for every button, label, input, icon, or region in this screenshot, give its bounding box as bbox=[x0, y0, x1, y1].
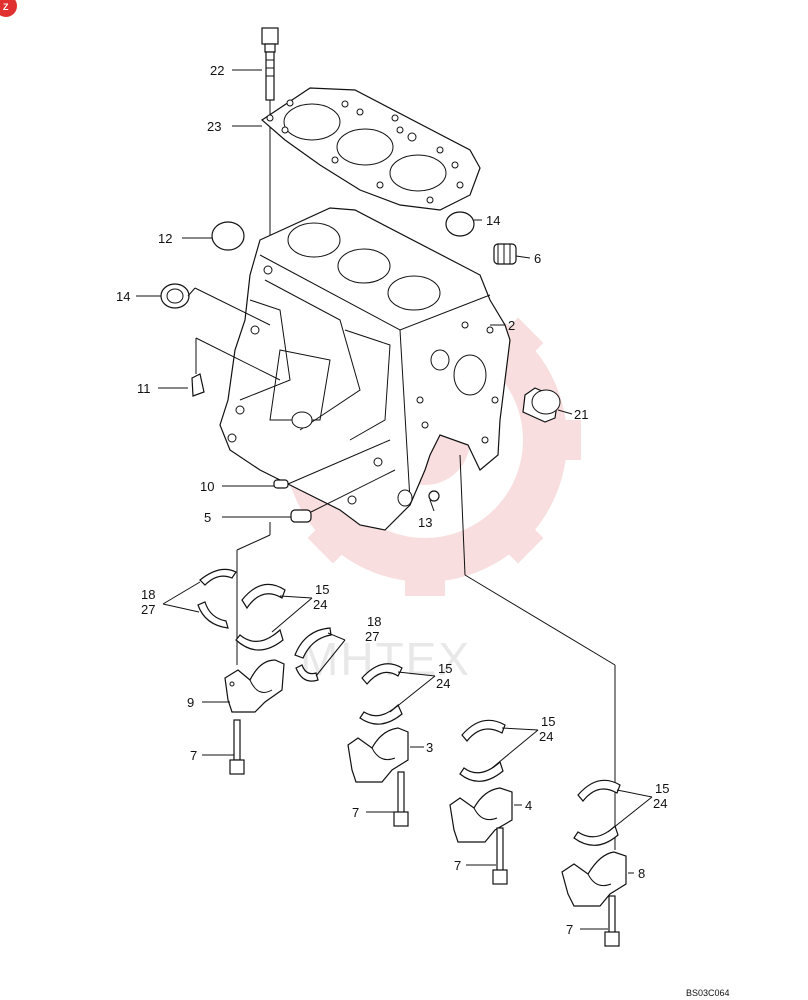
callout-7-b: 7 bbox=[352, 805, 359, 820]
callout-24-c: 24 bbox=[539, 729, 553, 744]
callout-4: 4 bbox=[525, 798, 532, 813]
main-bearing-3 bbox=[459, 719, 506, 782]
callout-labels: 22 23 14 12 14 6 2 11 21 10 5 13 18 27 1… bbox=[116, 63, 669, 937]
bearing-cap-bolt-3 bbox=[492, 827, 508, 885]
callout-2: 2 bbox=[508, 318, 515, 333]
breather-plug bbox=[493, 243, 517, 265]
callout-7-c: 7 bbox=[454, 858, 461, 873]
callout-11: 11 bbox=[137, 381, 151, 396]
callout-15-c: 15 bbox=[541, 714, 555, 729]
main-bearing-2 bbox=[359, 663, 403, 725]
leader-15-24-c bbox=[491, 727, 539, 769]
callout-22: 22 bbox=[210, 63, 224, 78]
cylinder-block bbox=[219, 207, 511, 531]
bearing-cap-bolt-2 bbox=[393, 771, 409, 827]
corner-badge-text: Z bbox=[3, 2, 9, 12]
callout-24-d: 24 bbox=[653, 796, 667, 811]
main-bearing-upper bbox=[235, 583, 286, 651]
expansion-plug bbox=[211, 221, 245, 251]
dowel-pin-small bbox=[273, 479, 289, 489]
watermark-text: MHTEX bbox=[300, 633, 471, 685]
callout-9: 9 bbox=[187, 695, 194, 710]
leader-15-24-a bbox=[271, 595, 313, 633]
plug-small bbox=[428, 490, 440, 502]
leader-15-24-b bbox=[389, 671, 436, 713]
thrust-washer-left bbox=[197, 568, 237, 629]
bearing-cap-bolt-4 bbox=[604, 895, 620, 947]
callout-15-d: 15 bbox=[655, 781, 669, 796]
main-bearing-cap-front bbox=[561, 851, 627, 907]
callout-27-left: 27 bbox=[141, 602, 155, 617]
dowel-pin bbox=[290, 509, 312, 523]
callout-10: 10 bbox=[200, 479, 214, 494]
callout-3: 3 bbox=[426, 740, 433, 755]
callout-24-a: 24 bbox=[313, 597, 327, 612]
callout-24-b: 24 bbox=[436, 676, 450, 691]
callout-23: 23 bbox=[207, 119, 221, 134]
callout-13: 13 bbox=[418, 515, 432, 530]
callout-27-right: 27 bbox=[365, 629, 379, 644]
expansion-plug-small bbox=[445, 211, 475, 237]
diagram-code: BS03C064 bbox=[686, 988, 730, 998]
callout-15-b: 15 bbox=[438, 661, 452, 676]
callout-18-right: 18 bbox=[367, 614, 381, 629]
main-bearing-cap-3 bbox=[347, 727, 409, 783]
main-bearing-cap-rear bbox=[224, 659, 285, 713]
leader-18-27-left bbox=[162, 581, 201, 613]
callout-14-left: 14 bbox=[116, 289, 130, 304]
leader-lines bbox=[136, 69, 616, 850]
callout-15-a: 15 bbox=[315, 582, 329, 597]
callout-18-left: 18 bbox=[141, 587, 155, 602]
oil-gallery-plug bbox=[191, 373, 205, 397]
callout-14-top: 14 bbox=[486, 213, 500, 228]
thrust-washer-right bbox=[294, 627, 332, 682]
leader-18-27-right bbox=[315, 632, 346, 677]
bearing-cap-bolt-1 bbox=[229, 719, 245, 775]
callout-21: 21 bbox=[574, 407, 588, 422]
callout-7-a: 7 bbox=[190, 748, 197, 763]
callout-12: 12 bbox=[158, 231, 172, 246]
main-bearing-4 bbox=[573, 779, 621, 846]
callout-7-d: 7 bbox=[566, 922, 573, 937]
leader-15-24-d bbox=[607, 789, 653, 833]
callout-6: 6 bbox=[534, 251, 541, 266]
gear-badge-icon: Z bbox=[0, 0, 17, 17]
cylinder-head-bolt bbox=[261, 27, 279, 101]
oil-seal bbox=[160, 283, 190, 309]
head-gasket bbox=[261, 87, 481, 211]
callout-5: 5 bbox=[204, 510, 211, 525]
camshaft-bushing bbox=[522, 387, 561, 423]
callout-8: 8 bbox=[638, 866, 645, 881]
